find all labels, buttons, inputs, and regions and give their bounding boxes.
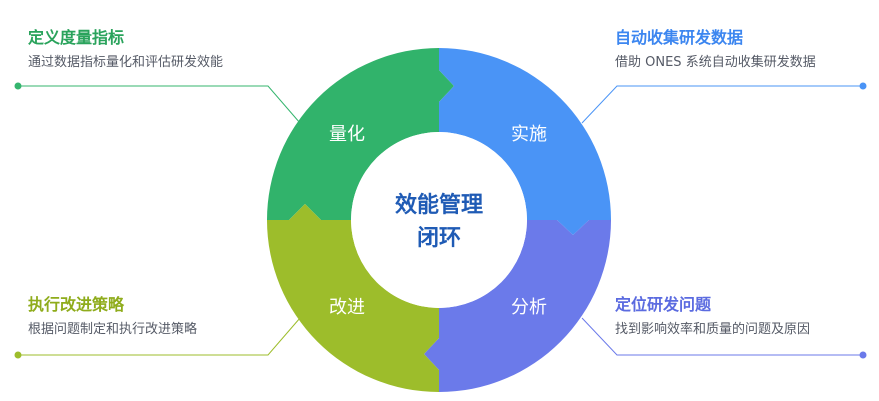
connector-dot xyxy=(859,82,867,90)
callout-desc: 根据问题制定和执行改进策略 xyxy=(28,322,198,337)
callout-desc: 通过数据指标量化和评估研发效能 xyxy=(28,55,224,70)
connector-top-left xyxy=(14,82,301,124)
segment-implement xyxy=(439,48,611,235)
connector-top-right xyxy=(581,82,867,124)
callout-define-metrics: 定义度量指标 通过数据指标量化和评估研发效能 xyxy=(28,27,223,73)
callout-desc: 借助 ONES 系统自动收集研发数据 xyxy=(615,55,816,70)
callout-title: 定义度量指标 xyxy=(28,28,125,47)
callout-collect-data: 自动收集研发数据 借助 ONES 系统自动收集研发数据 xyxy=(615,27,816,73)
callout-title: 执行改进策略 xyxy=(28,295,125,314)
connector-dot xyxy=(14,82,22,90)
connector-bottom-left xyxy=(14,317,301,359)
center-circle xyxy=(351,132,527,308)
segment-label-improve: 改进 xyxy=(329,297,365,318)
segment-label-implement: 实施 xyxy=(511,124,547,145)
callout-title: 自动收集研发数据 xyxy=(615,28,744,47)
segment-label-quantify: 量化 xyxy=(329,124,365,145)
connector-dot xyxy=(859,351,867,359)
center-title-line1: 效能管理 xyxy=(395,192,483,218)
segment-quantify xyxy=(267,48,454,220)
segment-analyze xyxy=(424,220,611,392)
callout-locate-problems: 定位研发问题 找到影响效率和质量的问题及原因 xyxy=(615,294,810,340)
segment-label-analyze: 分析 xyxy=(511,297,547,318)
callout-title: 定位研发问题 xyxy=(615,295,712,314)
center-title-line2: 闭环 xyxy=(417,226,461,251)
callout-execute-strategy: 执行改进策略 根据问题制定和执行改进策略 xyxy=(28,294,197,340)
segment-improve xyxy=(267,204,439,392)
connector-dot xyxy=(14,351,22,359)
callout-desc: 找到影响效率和质量的问题及原因 xyxy=(615,322,811,337)
connector-bottom-right xyxy=(581,317,867,359)
